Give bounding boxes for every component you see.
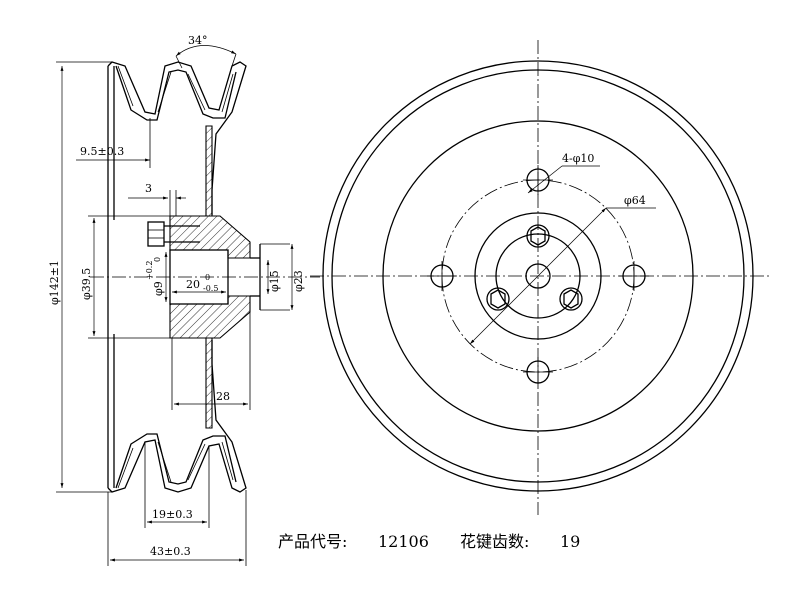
groove-offset-dimension: 9.5±0.3 — [80, 145, 124, 158]
boss-small-diameter-dimension: φ15 — [268, 270, 281, 292]
pitch-circle-dimension: φ64 — [624, 194, 646, 207]
lower-groove-inner — [115, 433, 237, 489]
caption: 产品代号: 12106 花键齿数: 19 — [278, 532, 580, 551]
hub-section-lower — [169, 295, 251, 339]
bore-diameter-dimension: φ9 — [152, 281, 165, 296]
bore-length-tolerance-lower: -0.5 — [203, 284, 218, 293]
outer-diameter-dimension: φ142±1 — [48, 260, 61, 305]
bore-tolerance-lower: 0 — [153, 257, 162, 262]
spline-count-value: 19 — [560, 532, 580, 551]
hex-bolt-left — [486, 287, 510, 311]
web-section-upper — [205, 125, 213, 217]
angle-dimension-arc — [175, 45, 237, 57]
total-width-dimension: 43±0.3 — [150, 545, 191, 558]
bolt-head — [147, 221, 165, 247]
web-circle — [382, 120, 694, 432]
side-view: 34° 9.5±0.3 3 φ142±1 φ39.5 φ9 +0.2 0 20 … — [48, 34, 320, 566]
hub-diameter-dimension: φ39.5 — [80, 268, 93, 300]
holes-dimension: 4-φ10 — [562, 152, 594, 165]
outer-rim-circle — [322, 60, 754, 492]
hub-section-upper — [169, 215, 251, 259]
lower-groove-profile — [107, 340, 247, 493]
web-section-lower — [205, 337, 213, 429]
bore-tolerance-upper: +0.2 — [145, 261, 154, 280]
hex-bolt-right — [559, 287, 583, 311]
boss-large-diameter-dimension: φ23 — [292, 270, 305, 292]
groove-pitch-dimension: 19±0.3 — [152, 508, 193, 521]
bore-outline — [169, 249, 229, 305]
upper-groove-inner — [115, 65, 237, 121]
spline-count-label: 花键齿数: — [460, 532, 529, 551]
bore-length-dimension: 20 — [186, 278, 200, 291]
front-view: 4-φ10 φ64 — [310, 40, 770, 515]
product-code-value: 12106 — [378, 532, 429, 551]
inner-rim-circle — [331, 69, 745, 483]
bolt-offset-dimension: 3 — [145, 182, 152, 195]
angle-label: 34° — [188, 34, 208, 47]
upper-groove-profile — [107, 61, 247, 215]
product-code-label: 产品代号: — [278, 532, 347, 551]
bore-length-tolerance-upper: 0 — [205, 273, 210, 282]
hub-length-dimension: 28 — [216, 390, 230, 403]
